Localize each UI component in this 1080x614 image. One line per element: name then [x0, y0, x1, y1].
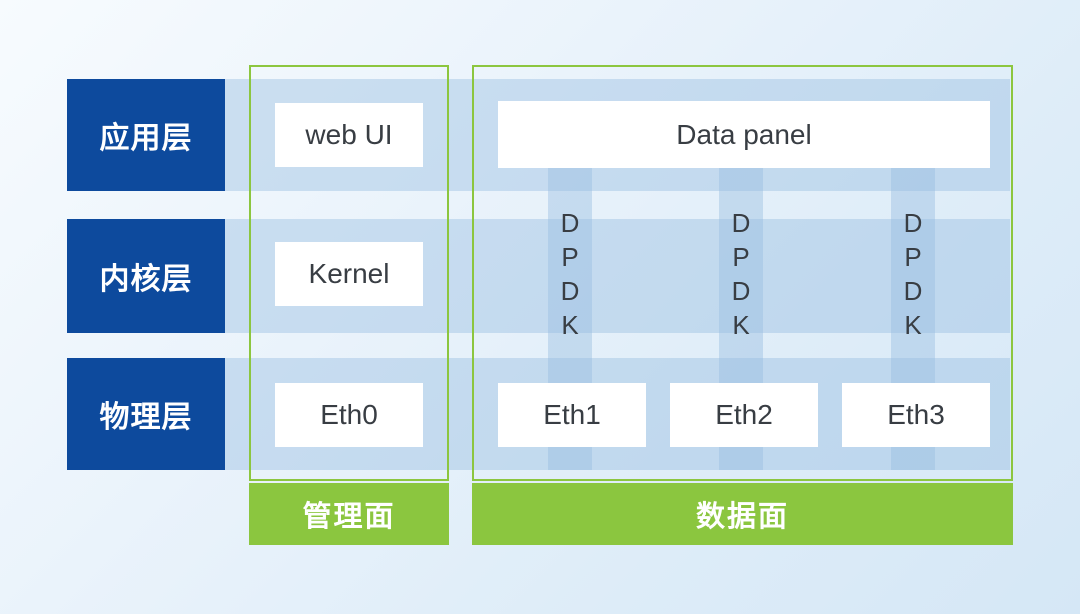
node-kernel: Kernel — [275, 242, 423, 306]
node-eth3-label: Eth3 — [887, 399, 945, 430]
layer-box-physical: 物理层 — [67, 358, 225, 470]
node-eth1-label: Eth1 — [543, 399, 601, 430]
node-eth3: Eth3 — [842, 383, 990, 447]
node-web-ui-label: web UI — [305, 119, 393, 150]
dpdk-label-1-text: DPDK — [555, 208, 585, 344]
layer-box-kernel: 内核层 — [67, 219, 225, 333]
node-kernel-label: Kernel — [308, 258, 390, 289]
node-web-ui: web UI — [275, 103, 423, 167]
node-eth0-label: Eth0 — [320, 399, 378, 430]
dpdk-label-2-text: DPDK — [726, 208, 756, 344]
management-plane-footer: 管理面 — [249, 483, 449, 545]
dpdk-label-1: DPDK — [548, 208, 592, 344]
data-plane-title: 数据面 — [695, 501, 789, 533]
node-eth1: Eth1 — [498, 383, 646, 447]
node-data-panel-label: Data panel — [676, 118, 812, 150]
layer-label-kernel: 内核层 — [99, 263, 193, 296]
layer-label-physical: 物理层 — [99, 401, 193, 434]
data-plane-footer: 数据面 — [472, 483, 1013, 545]
dpdk-label-2: DPDK — [719, 208, 763, 344]
management-plane-title: 管理面 — [302, 501, 396, 533]
layer-label-application: 应用层 — [99, 122, 193, 155]
node-eth2-label: Eth2 — [715, 399, 773, 430]
layer-box-application: 应用层 — [67, 79, 225, 191]
data-plane-outline — [472, 65, 1013, 481]
dpdk-label-3: DPDK — [891, 208, 935, 344]
node-eth0: Eth0 — [275, 383, 423, 447]
node-eth2: Eth2 — [670, 383, 818, 447]
node-data-panel: Data panel — [498, 101, 990, 168]
management-plane-outline — [249, 65, 449, 481]
dpdk-label-3-text: DPDK — [898, 208, 928, 344]
